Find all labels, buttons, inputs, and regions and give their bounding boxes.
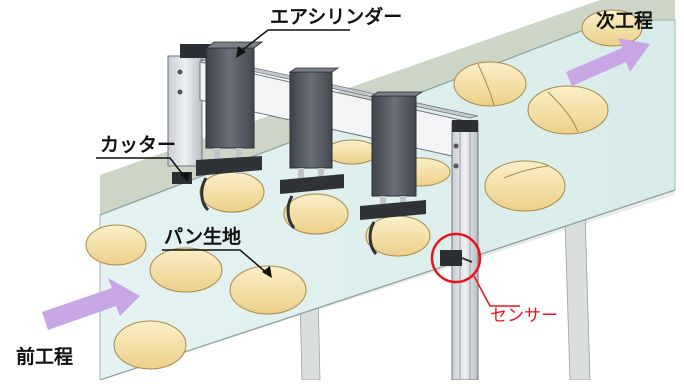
arrow-head: [262, 266, 272, 278]
dough-piece: [484, 160, 566, 212]
air-cylinder-label: エアシリンダー: [270, 6, 403, 28]
sensor: [440, 250, 473, 266]
callout-lines: [96, 29, 350, 275]
dough-piece: [453, 61, 527, 107]
sensor-highlight-circle: [430, 232, 482, 284]
dough-piece: [581, 9, 643, 47]
next-process-label: 次工程: [596, 10, 654, 32]
arrow-head: [236, 46, 246, 58]
dough-piece: [229, 265, 307, 315]
dough-piece: [113, 320, 187, 370]
air-cylinder-unit-2: [280, 67, 344, 229]
air-cylinder-unit-3: [360, 91, 426, 255]
dough-piece: [325, 139, 379, 165]
cutter-label: カッター: [100, 134, 177, 156]
dough-piece: [199, 171, 265, 213]
dough-piece: [85, 224, 147, 266]
arrow-head: [180, 172, 190, 182]
air-cylinder-unit-1: [180, 41, 264, 212]
dough-piece: [365, 215, 431, 257]
flow-out-arrow: [566, 38, 650, 86]
sensor-leader-line: [473, 275, 520, 307]
flow-in-arrow: [42, 278, 140, 330]
dough-piece: [149, 247, 223, 293]
bread-dough-group: [85, 9, 643, 370]
sensor-label: センサー: [490, 306, 558, 326]
dough-label: パン生地: [164, 226, 241, 248]
dough-piece: [527, 85, 609, 135]
dough-piece: [283, 193, 349, 235]
previous-process-label: 前工程: [16, 346, 74, 368]
